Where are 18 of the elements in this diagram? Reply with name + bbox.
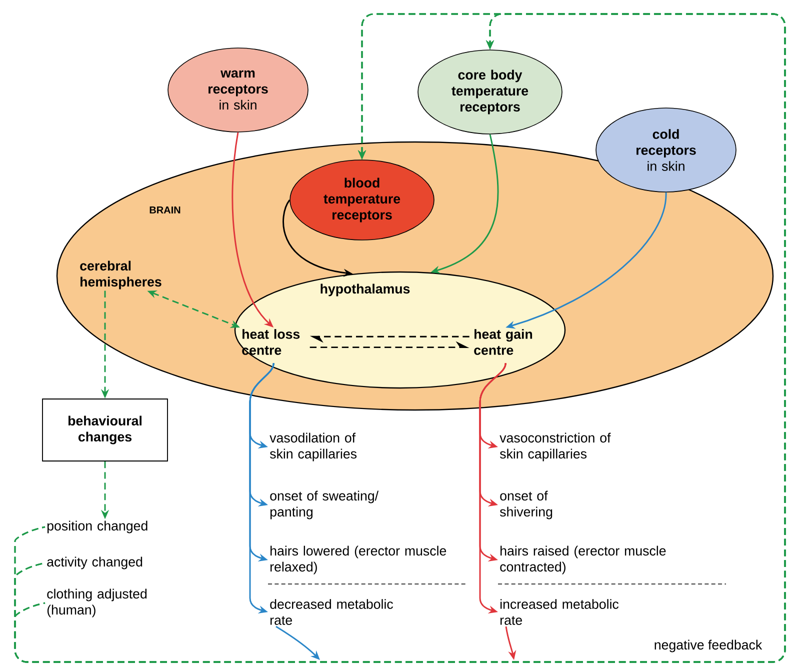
response-text: hairs raised (erector muscle contracted) xyxy=(500,546,666,574)
response-text: position changed xyxy=(47,520,148,534)
arrow xyxy=(249,363,274,614)
response-text: onset of shivering xyxy=(500,490,552,520)
response-text: onset of sweating/ panting xyxy=(270,490,379,520)
behaviour-box: behavioural changes xyxy=(42,398,168,462)
loop-label: negative feedback xyxy=(652,638,764,654)
feedback-loop-arrow xyxy=(14,13,786,663)
response-text: hairs lowered (erector muscle relaxed) xyxy=(270,546,446,574)
arrow xyxy=(479,363,506,614)
response-text: activity changed xyxy=(47,556,142,570)
region-label: cerebral hemispheres xyxy=(80,260,162,290)
response-text: vasodilation of skin capillaries xyxy=(270,432,357,462)
centre-label: heat gain centre xyxy=(474,329,532,355)
response-text: decreased metabolic rate xyxy=(270,599,393,625)
response-text: vasoconstriction of skin capillaries xyxy=(500,432,611,462)
response-text: clothing adjusted (human) xyxy=(47,588,147,618)
response-text: increased metabolic rate xyxy=(500,599,619,625)
